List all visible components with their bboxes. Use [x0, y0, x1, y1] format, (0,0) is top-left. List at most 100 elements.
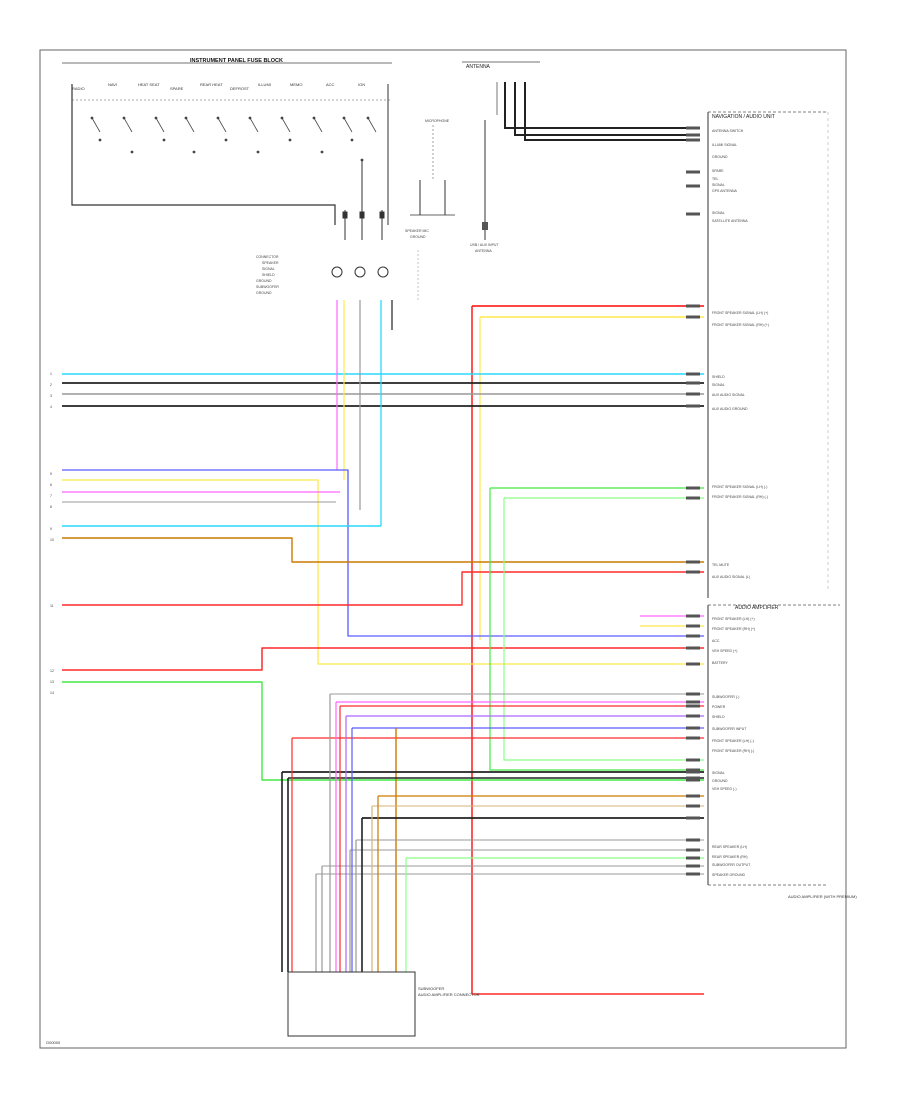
- svg-text:REAR SPEAKER (RH): REAR SPEAKER (RH): [712, 855, 748, 859]
- connector-pin: [686, 872, 700, 876]
- subwoofer-connector: SUBWOOFER AUDIO AMPLIFIER CONNECTOR: [287, 971, 480, 1037]
- diagram-border: [39, 49, 847, 1049]
- connector-pin: [686, 646, 700, 650]
- fuse-label: SPARE: [170, 86, 184, 91]
- svg-text:BATTERY: BATTERY: [712, 661, 728, 665]
- connector-pin: [686, 184, 700, 188]
- amplifier-unit: AUDIO AMPLIFIER AUDIO AMPLIFIER (WITH PR…: [707, 604, 857, 899]
- svg-text:SPEAKER GROUND: SPEAKER GROUND: [712, 873, 746, 877]
- connector-pin: [686, 794, 700, 798]
- connector-pin: [686, 856, 700, 860]
- subwoofer-title: SUBWOOFER: [418, 986, 444, 991]
- svg-text:ILLUMI SIGNAL: ILLUMI SIGNAL: [712, 143, 737, 147]
- antenna-leads: [504, 82, 686, 141]
- radio-pin-labels: ANTENNA SWITCH ILLUMI SIGNAL GROUND SPAR…: [712, 129, 769, 579]
- svg-text:1: 1: [50, 372, 52, 376]
- svg-text:SIGNAL: SIGNAL: [712, 183, 725, 187]
- svg-text:FRONT SPEAKER (LH) (+): FRONT SPEAKER (LH) (+): [712, 617, 755, 621]
- svg-text:AUX AUDIO SIGNAL (L): AUX AUDIO SIGNAL (L): [712, 575, 750, 579]
- svg-text:SHIELD: SHIELD: [262, 273, 275, 277]
- svg-text:9: 9: [50, 527, 52, 531]
- usb-block: USB / AUX INPUT ANTENNA: [470, 120, 499, 253]
- svg-text:GROUND: GROUND: [256, 279, 272, 283]
- fuse-label: REAR HEAT: [200, 82, 223, 87]
- svg-text:SATELLITE ANTENNA: SATELLITE ANTENNA: [712, 219, 748, 223]
- connector-labels-left: CONNECTOR SPEAKER SIGNAL SHIELD GROUND S…: [256, 255, 279, 295]
- svg-text:CONNECTOR: CONNECTOR: [256, 255, 279, 259]
- left-terminals: 1 2 3 4 5 6 7 8 9 10 11 12 13 14: [50, 372, 54, 695]
- fuse-output-connectors: [331, 160, 389, 278]
- connector-pin: [686, 848, 700, 852]
- svg-text:TEL MUTE: TEL MUTE: [712, 563, 730, 567]
- fuse-label: MEMO: [290, 82, 302, 87]
- connector-pin: [686, 776, 700, 780]
- svg-text:ACC: ACC: [712, 639, 720, 643]
- svg-text:FRONT SPEAKER SIGNAL (LH) (+): FRONT SPEAKER SIGNAL (LH) (+): [712, 311, 768, 315]
- connector-pin: [686, 315, 700, 319]
- connector-pin: [686, 404, 700, 408]
- wire-red-acc: [62, 647, 704, 671]
- svg-text:SIGNAL: SIGNAL: [712, 771, 725, 775]
- svg-text:3: 3: [50, 394, 52, 398]
- svg-text:5: 5: [50, 472, 52, 476]
- svg-text:SPEAKER MIC: SPEAKER MIC: [405, 229, 429, 233]
- svg-text:8: 8: [50, 505, 52, 509]
- footer-code: G00000: [46, 1040, 61, 1045]
- svg-text:11: 11: [50, 604, 54, 608]
- connector-pin: [686, 758, 700, 762]
- amplifier-title: AUDIO AMPLIFIER: [735, 605, 779, 611]
- connector-pin: [686, 768, 700, 772]
- connector-pin: [686, 634, 700, 638]
- svg-text:SUBWOOFER OUTPUT: SUBWOOFER OUTPUT: [712, 863, 751, 867]
- svg-text:GROUND: GROUND: [410, 235, 426, 239]
- connector-pin: [686, 770, 700, 774]
- wire-yellow-speaker: [62, 479, 704, 665]
- svg-text:TEL: TEL: [712, 177, 718, 181]
- connector-pin: [686, 704, 700, 708]
- svg-text:SUBWOOFER: SUBWOOFER: [256, 285, 279, 289]
- connector-pin: [686, 126, 700, 130]
- svg-text:4: 4: [50, 405, 52, 409]
- svg-text:POWER: POWER: [712, 705, 726, 709]
- radio-unit: NAVIGATION / AUDIO UNIT: [707, 111, 829, 598]
- svg-text:7: 7: [50, 494, 52, 498]
- microphone-block: MICROPHONE SPEAKER MIC GROUND: [405, 119, 455, 300]
- svg-text:FRONT SPEAKER SIGNAL (RH) (+): FRONT SPEAKER SIGNAL (RH) (+): [712, 323, 769, 327]
- connector-pin: [686, 212, 700, 216]
- connector-pin: [686, 138, 700, 142]
- connector-pin: [686, 778, 700, 782]
- svg-text:AUX AUDIO GROUND: AUX AUDIO GROUND: [712, 407, 748, 411]
- svg-text:12: 12: [50, 669, 54, 673]
- connector-pin: [686, 170, 700, 174]
- connector-pin: [686, 381, 700, 385]
- fuse-switches: [90, 116, 377, 162]
- connector-pin: [686, 736, 700, 740]
- svg-text:GROUND: GROUND: [712, 155, 728, 159]
- fuse-labels: RADIO NAVI HEAT SEAT SPARE REAR HEAT DEF…: [72, 82, 365, 91]
- svg-text:FRONT SPEAKER SIGNAL (LH) (-): FRONT SPEAKER SIGNAL (LH) (-): [712, 485, 767, 489]
- svg-text:SPEAKER: SPEAKER: [262, 261, 279, 265]
- svg-text:SPARE: SPARE: [712, 169, 724, 173]
- connector-pin: [686, 714, 700, 718]
- usb-label: USB / AUX INPUT: [470, 243, 499, 247]
- connector-pin: [686, 624, 700, 628]
- svg-text:ANTENNA: ANTENNA: [475, 249, 492, 253]
- svg-text:FRONT SPEAKER (RH) (+): FRONT SPEAKER (RH) (+): [712, 627, 755, 631]
- svg-text:VEH SPEED (+): VEH SPEED (+): [712, 649, 737, 653]
- svg-text:SIGNAL: SIGNAL: [712, 383, 725, 387]
- subwoofer-connector-label: AUDIO AMPLIFIER CONNECTOR: [418, 992, 480, 997]
- connector-pin: [686, 804, 700, 808]
- connector-pin: [686, 392, 700, 396]
- mic-label: MICROPHONE: [425, 119, 450, 123]
- connector-pin: [686, 496, 700, 500]
- svg-text:SIGNAL: SIGNAL: [262, 267, 275, 271]
- wires: [62, 126, 704, 995]
- connector-pin: [686, 614, 700, 618]
- fuse-label: ILLUMI: [258, 82, 271, 87]
- connector-pin: [686, 570, 700, 574]
- svg-text:FRONT SPEAKER (RH) (-): FRONT SPEAKER (RH) (-): [712, 749, 754, 753]
- svg-text:GROUND: GROUND: [256, 291, 272, 295]
- svg-text:FRONT SPEAKER (LH) (-): FRONT SPEAKER (LH) (-): [712, 739, 754, 743]
